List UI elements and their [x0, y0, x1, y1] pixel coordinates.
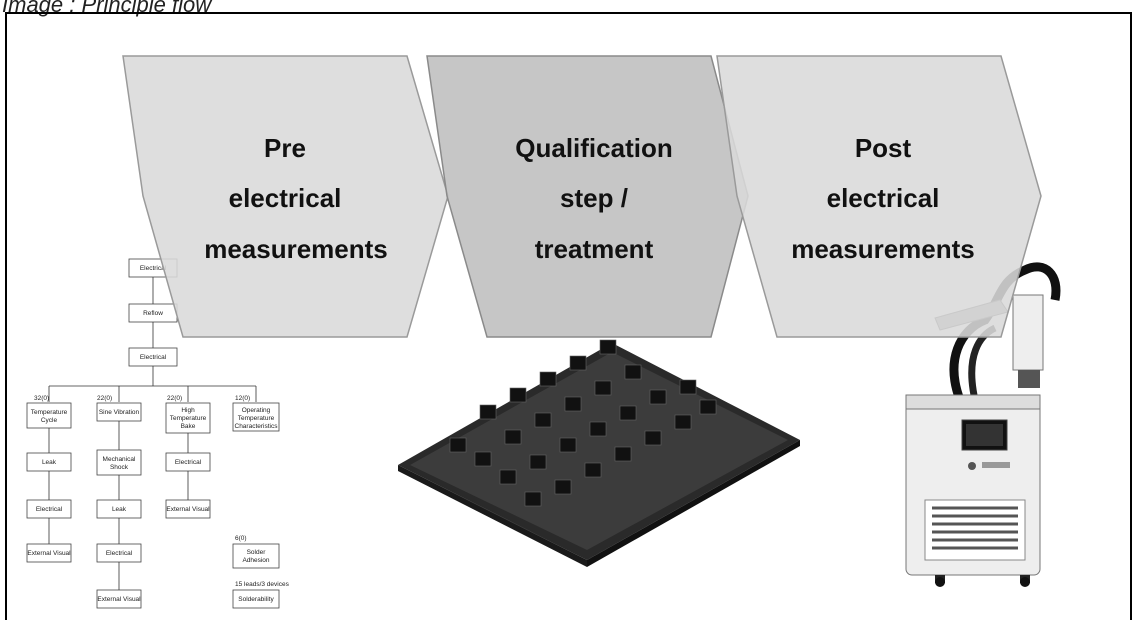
temperature-forcing-system-image: [905, 262, 1061, 587]
fc-count: 22(0): [97, 395, 112, 402]
fc-box: [96, 449, 142, 476]
stage-label-line: measurements: [791, 234, 975, 264]
process-stage-pre: Pre electrical measurements: [122, 55, 449, 338]
stage-label-line: Qualification: [515, 133, 672, 163]
fc-count: 22(0): [167, 395, 182, 402]
fc-label: Electrical: [140, 354, 167, 361]
fc-box: [232, 589, 280, 609]
stage-label-line: step /: [560, 183, 628, 213]
process-stage-qualification: Qualification step / treatment: [426, 55, 749, 338]
fc-label: Reflow: [143, 310, 163, 317]
fc-count: 15 leads/3 devices: [235, 581, 290, 588]
fc-count: 12(0): [235, 395, 250, 402]
stage-label-line: Pre: [264, 133, 306, 163]
fc-box: [165, 499, 211, 519]
fc-box: [96, 589, 142, 609]
fc-box: [26, 543, 72, 563]
fc-label: Electrical: [106, 550, 133, 557]
stage-label-line: electrical: [229, 183, 342, 213]
fc-label: Electrical: [140, 265, 167, 272]
process-stage-post: Post electrical measurements: [716, 55, 1042, 338]
fc-box: [26, 402, 72, 429]
fc-label: External Visual: [27, 550, 71, 557]
test-board-image: [398, 339, 800, 567]
fc-label: Solderability: [238, 596, 274, 603]
stage-label-line: electrical: [827, 183, 940, 213]
fc-count: 32(0): [34, 395, 49, 402]
fc-box: [232, 402, 280, 432]
fc-label: Leak: [112, 506, 127, 513]
qualification-flowchart: Electrical Reflow Electrical 32(0) Tempe…: [26, 258, 290, 609]
fc-label: Electrical: [175, 459, 202, 466]
figure-frame: [5, 12, 1132, 620]
fc-box: [232, 543, 280, 569]
fc-box: [165, 402, 211, 434]
fc-label: External Visual: [166, 506, 210, 513]
stage-label-line: Post: [855, 133, 912, 163]
fc-label: Electrical: [36, 506, 63, 513]
fc-label: Leak: [42, 459, 57, 466]
fc-label: External Visual: [97, 596, 141, 603]
fc-label: Sine Vibration: [99, 409, 140, 416]
stage-label-line: treatment: [535, 234, 654, 264]
fc-count: 6(0): [235, 535, 247, 542]
stage-label-line: measurements: [204, 234, 388, 264]
